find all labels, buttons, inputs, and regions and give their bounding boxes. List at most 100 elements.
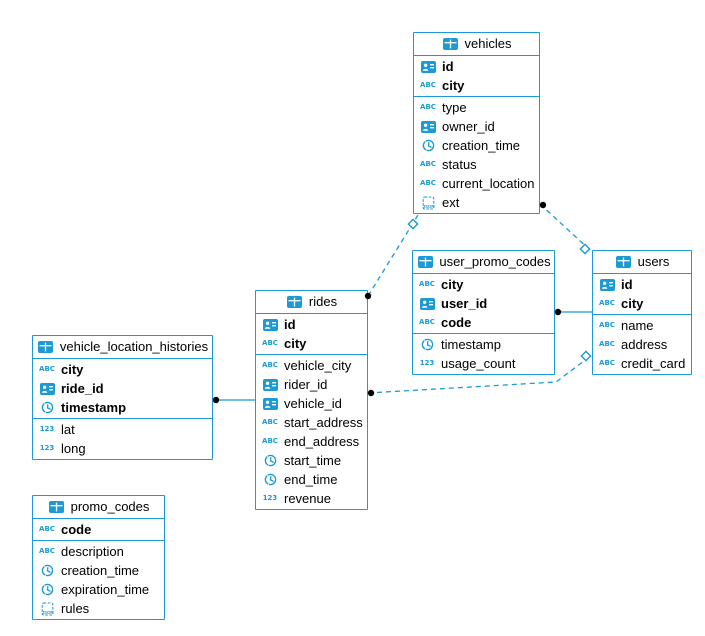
column-row-owner_id[interactable]: owner_id	[414, 117, 539, 136]
column-label: ride_id	[61, 381, 104, 396]
column-row-current_location[interactable]: ABC current_location	[414, 174, 539, 193]
column-label: city	[442, 78, 465, 93]
abc-glyph: ABC	[420, 179, 436, 187]
table-header[interactable]: users	[593, 251, 691, 274]
id-badge-icon	[261, 397, 279, 410]
relation-vehicles-users[interactable]	[539, 203, 592, 252]
column-row-type[interactable]: ABC type	[414, 98, 539, 117]
column-row-timestamp[interactable]: timestamp	[33, 398, 212, 417]
column-label: timestamp	[441, 337, 501, 352]
abc-glyph: ABC	[419, 280, 435, 288]
abc-glyph: ABC	[599, 340, 615, 348]
column-label: id	[442, 59, 454, 74]
abc-text-icon: ABC	[38, 548, 56, 555]
column-row-expiration_time[interactable]: expiration_time	[33, 580, 164, 599]
clock-icon	[38, 583, 56, 596]
relation-rides-users[interactable]	[367, 354, 593, 394]
json-icon: JSON	[38, 601, 56, 616]
column-label: current_location	[442, 176, 535, 191]
cardinality-diamond	[580, 350, 592, 362]
table-header[interactable]: vehicles	[414, 33, 539, 56]
column-label: status	[442, 157, 477, 172]
column-row-vehicle_id[interactable]: vehicle_id	[256, 394, 367, 413]
column-label: start_time	[284, 453, 342, 468]
column-row-start_time[interactable]: start_time	[256, 451, 367, 470]
123-glyph: 123	[262, 494, 278, 502]
number-123-icon: 123	[261, 495, 279, 502]
column-row-id[interactable]: id	[414, 57, 539, 76]
123-glyph: 123	[39, 425, 55, 433]
id-badge-icon	[419, 60, 437, 73]
table-icon	[442, 38, 460, 50]
table-header[interactable]: promo_codes	[33, 496, 164, 519]
table-header[interactable]: user_promo_codes	[413, 251, 554, 274]
column-row-ride_id[interactable]: ride_id	[33, 379, 212, 398]
column-row-rider_id[interactable]: rider_id	[256, 375, 367, 394]
column-row-id[interactable]: id	[256, 315, 367, 334]
abc-glyph: ABC	[599, 321, 615, 329]
column-row-end_time[interactable]: end_time	[256, 470, 367, 489]
table-header[interactable]: vehicle_location_histories	[33, 336, 212, 359]
abc-glyph: ABC	[262, 361, 278, 369]
column-label: end_time	[284, 472, 338, 487]
column-row-status[interactable]: ABC status	[414, 155, 539, 174]
table-icon	[48, 501, 66, 513]
abc-text-icon: ABC	[38, 366, 56, 373]
relation-vehicles-rides[interactable]	[367, 214, 419, 297]
abc-glyph: ABC	[420, 160, 436, 168]
table-icon	[286, 296, 304, 308]
abc-glyph: ABC	[420, 103, 436, 111]
clock-icon	[418, 338, 436, 351]
column-label: type	[442, 100, 467, 115]
column-label: vehicle_id	[284, 396, 342, 411]
column-row-id[interactable]: id	[593, 275, 691, 294]
column-label: city	[284, 336, 307, 351]
column-row-creation_time[interactable]: creation_time	[33, 561, 164, 580]
clock-icon	[419, 139, 437, 152]
column-label: city	[621, 296, 644, 311]
abc-text-icon: ABC	[419, 104, 437, 111]
column-row-timestamp[interactable]: timestamp	[413, 335, 554, 354]
column-row-creation_time[interactable]: creation_time	[414, 136, 539, 155]
column-label: start_address	[284, 415, 363, 430]
column-label: city	[441, 277, 464, 292]
abc-text-icon: ABC	[418, 319, 436, 326]
column-row-user_id[interactable]: user_id	[413, 294, 554, 313]
clock-icon	[261, 454, 279, 467]
id-badge-icon	[419, 120, 437, 133]
id-badge-icon	[38, 382, 56, 395]
table-header[interactable]: rides	[256, 291, 367, 314]
column-row-city[interactable]: ABC city	[413, 275, 554, 294]
